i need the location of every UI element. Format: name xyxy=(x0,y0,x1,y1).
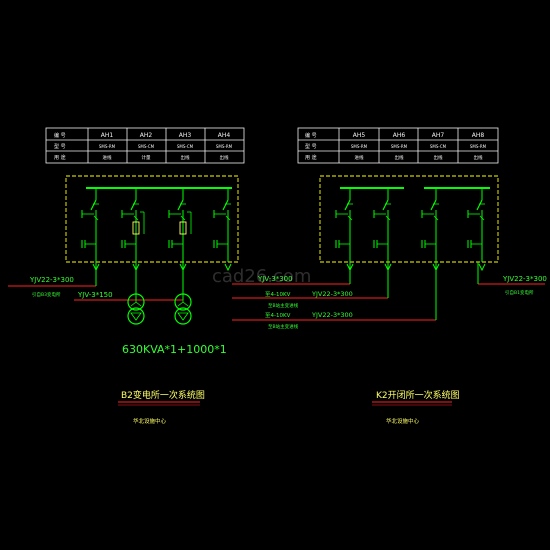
left-table-use: 进线 xyxy=(103,154,112,161)
switch-blade xyxy=(476,199,483,211)
left-table-model: SMS-CM xyxy=(177,144,194,149)
left-incoming-cable-label: YJV22-3*300 xyxy=(29,276,74,284)
transformer-1 xyxy=(127,293,145,325)
mid-feeder-2-prefix: 至4-10KV xyxy=(265,291,291,298)
switch-indicator xyxy=(133,215,139,221)
mid-feeder-1-label: YJV-3*300 xyxy=(257,275,293,283)
fuse-box xyxy=(132,221,140,235)
right-table-model: SMS-CM xyxy=(430,144,447,149)
cable-lines xyxy=(8,283,545,321)
left-table-model: SMS-CM xyxy=(138,144,155,149)
right-table-id: AH8 xyxy=(472,132,485,139)
switch-indicator xyxy=(93,215,99,221)
mid-feeder-2-note: 至B站主变进线 xyxy=(268,302,299,309)
right-table-id: AH5 xyxy=(353,132,366,139)
left-caption-subtitle: 华北设施中心 xyxy=(133,417,167,425)
mid-feeder-3-prefix: 至4-10KV xyxy=(265,312,291,319)
left-table-use: 计量 xyxy=(142,154,151,161)
left-table-id: AH2 xyxy=(140,132,153,139)
right-table-header-model: 型 号 xyxy=(305,143,317,150)
right-table-model: SMS-RM xyxy=(391,144,408,149)
left-caption-title: B2变电所一次系统图 xyxy=(121,389,205,401)
switch-blade xyxy=(222,199,229,211)
right-caption-title: K2开闭所一次系统图 xyxy=(376,389,460,401)
mid-feeder-3-note: 至B站主变进线 xyxy=(268,323,299,330)
mid-feeder-3-cable: YJV22-3*300 xyxy=(311,311,353,319)
left-table-model: SMS-RM xyxy=(99,144,116,149)
left-table-id: AH1 xyxy=(101,132,114,139)
right-table-id: AH6 xyxy=(393,132,406,139)
switch-blade xyxy=(430,199,437,211)
left-table-header-code: 编 号 xyxy=(54,132,66,139)
switch-indicator xyxy=(433,215,439,221)
switch-blade xyxy=(90,199,97,211)
feeder-bays xyxy=(81,188,486,272)
left-table-header-model: 型 号 xyxy=(54,143,66,150)
right-table-model: SMS-RM xyxy=(351,144,368,149)
feeder-arrow xyxy=(224,263,232,272)
right-table-header-code: 编 号 xyxy=(305,132,317,139)
transformer-2 xyxy=(174,293,192,325)
left-switchgear-table: 编 号 型 号 用 途 AH1 AH2 AH3 AH4 SMS-RM SMS-C… xyxy=(45,127,245,164)
right-table-use: 出线 xyxy=(434,154,443,161)
right-table-use: 进线 xyxy=(355,154,364,161)
feeder-arrow xyxy=(478,263,486,272)
right-table-header-use: 用 途 xyxy=(305,154,317,161)
switch-blade xyxy=(344,199,351,211)
right-table-model: SMS-RM xyxy=(470,144,487,149)
transformer-cable-label: YJV-3*150 xyxy=(77,291,113,299)
switch-blade xyxy=(382,199,389,211)
switch-blade xyxy=(130,199,137,211)
left-table-model: SMS-RM xyxy=(216,144,233,149)
transformer-rating: 630KVA*1+1000*1 xyxy=(122,343,227,356)
left-table-header-use: 用 途 xyxy=(54,154,66,161)
transformer-winding-marks xyxy=(130,296,189,321)
left-incoming-cable-note: 引自B3变电所 xyxy=(32,291,61,298)
fuse-box xyxy=(179,221,187,235)
watermark: cad26.com xyxy=(212,266,311,287)
switch-indicator xyxy=(347,215,353,221)
left-table-use: 出线 xyxy=(181,154,190,161)
switch-indicator xyxy=(479,215,485,221)
left-table-id: AH4 xyxy=(218,132,231,139)
left-switchgear-panel-border xyxy=(65,175,239,263)
switch-indicator xyxy=(385,215,391,221)
switch-indicator xyxy=(225,215,231,221)
left-table-id: AH3 xyxy=(179,132,192,139)
right-table-use: 出线 xyxy=(474,154,483,161)
right-table-use: 出线 xyxy=(395,154,404,161)
right-incoming-cable-label: YJV22-3*300 xyxy=(502,275,547,283)
right-caption-subtitle: 华北设施中心 xyxy=(386,417,420,425)
switch-blade xyxy=(177,199,184,211)
mid-feeder-2-cable: YJV22-3*300 xyxy=(311,290,353,298)
right-table-id: AH7 xyxy=(432,132,445,139)
switch-indicator xyxy=(180,215,186,221)
left-table-use: 出线 xyxy=(220,154,229,161)
right-incoming-cable-note: 引自B1变电所 xyxy=(505,289,534,296)
right-switchgear-table: 编 号 型 号 用 途 AH5 AH6 AH7 AH8 SMS-RM SMS-R… xyxy=(297,127,499,164)
